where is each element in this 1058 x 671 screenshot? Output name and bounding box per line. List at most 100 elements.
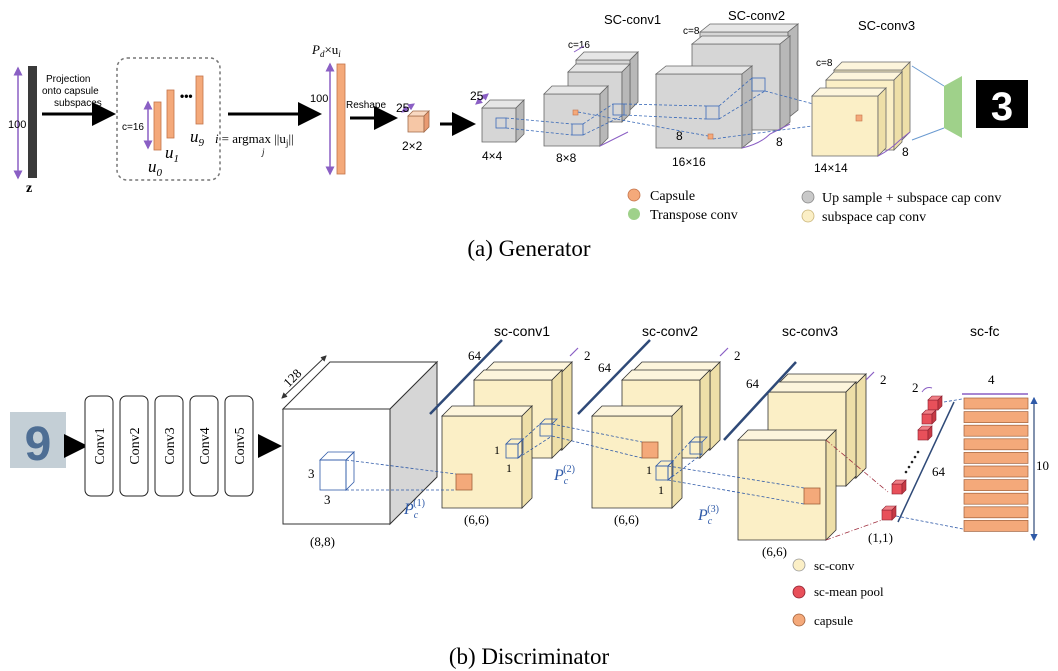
conv-label-4: Conv4 [198, 427, 213, 464]
argmax-under: j [261, 147, 265, 157]
fc-capsule-row [963, 520, 1029, 532]
conv-box-4 [189, 395, 219, 497]
sc-conv2-stack [591, 361, 721, 509]
discriminator-dashed-connectors [345, 397, 969, 531]
d2a: 2 [584, 348, 591, 363]
input-image [10, 412, 66, 468]
dim-25a-arrow [401, 103, 415, 113]
block-4x4 [481, 99, 525, 143]
transpose-line-top [911, 65, 945, 87]
d2c: 2 [880, 372, 887, 387]
sc-conv1-title: SC-conv1 [604, 12, 661, 27]
reshape-label: Reshape [346, 100, 386, 111]
fc-capsule-row [963, 465, 1029, 478]
sc-conv3-stack [737, 373, 867, 541]
u9-vector [195, 75, 204, 125]
eight-c: 8 [902, 145, 909, 159]
transpose-conv-shape [944, 76, 962, 138]
d1b: 1 [506, 461, 512, 475]
dim-6-6b: (6,6) [614, 512, 639, 527]
dim-1-1: (1,1) [868, 530, 893, 545]
conv3-slash [723, 361, 797, 441]
c16-label: c=16 [122, 122, 144, 133]
conv-layers: Conv1 Conv2 Conv3 Conv4 Conv5 [84, 395, 254, 497]
input-digit: 9 [25, 418, 52, 471]
c16-conv1: c=16 [568, 40, 590, 51]
projection-label-2: onto capsule [42, 86, 99, 97]
conv-label-2: Conv2 [128, 427, 143, 464]
pc3-label: Pc(3) [697, 504, 719, 527]
fc-capsule-row [963, 479, 1029, 491]
conv-box-1 [84, 395, 114, 497]
pc1-label: Pc(1) [403, 498, 425, 521]
u0-label: u0 [148, 157, 163, 179]
fc-4: 4 [988, 372, 995, 387]
dim-6-6c: (6,6) [762, 544, 787, 559]
u9-label: u9 [190, 127, 205, 149]
dim-2x2: 2×2 [402, 139, 423, 153]
conv-box-5 [224, 395, 254, 497]
dim-6-6a: (6,6) [464, 512, 489, 527]
legend-mean-pool: sc-mean pool [814, 584, 884, 599]
fc-capsule-row [963, 411, 1029, 423]
d64a: 64 [468, 348, 482, 363]
legend-upsample-swatch [801, 190, 815, 204]
d2d-tick [921, 387, 933, 393]
sc-conv1-stack [441, 361, 573, 509]
dim-3a: 3 [308, 466, 315, 481]
fc-capsule-row [963, 438, 1029, 451]
legend-transpose-swatch [628, 208, 640, 220]
c16-conv1-arrow [573, 45, 585, 53]
d1d: 1 [658, 483, 664, 497]
d64d: 64 [932, 464, 946, 479]
output-digit: 3 [991, 85, 1013, 129]
dim-8-8: (8,8) [310, 534, 335, 549]
legend-capsule-swatch-d [792, 613, 806, 627]
legend-sc-conv: sc-conv [814, 558, 855, 573]
legend-transpose: Transpose conv [650, 208, 738, 223]
u1-vector [166, 89, 175, 139]
legend-subspace-swatch [801, 209, 815, 223]
dim-8x8: 8×8 [556, 151, 577, 165]
dim-3b: 3 [324, 492, 331, 507]
pd-label: Pd×ui [311, 42, 341, 59]
fc-capsule-row [963, 452, 1029, 464]
pool-dots [904, 450, 920, 474]
generator-panel: 100 z Projection onto capsule subspaces … [8, 8, 1028, 261]
sc-conv1-title: sc-conv1 [494, 323, 550, 339]
sc-conv2-title: sc-conv2 [642, 323, 698, 339]
legend-capsule-swatch [627, 188, 641, 202]
pc2-label: Pc(2) [553, 464, 575, 487]
conv-label-5: Conv5 [233, 427, 248, 464]
mean-pool-cubes [881, 395, 943, 521]
conv1-brace [599, 131, 629, 147]
sc-conv2-title: SC-conv2 [728, 8, 785, 23]
fc-capsule-row [963, 424, 1029, 437]
sc-fc-title: sc-fc [970, 323, 1000, 339]
dim-128-arrow [281, 355, 327, 399]
fc-capsules [963, 397, 1029, 532]
eight-b: 8 [776, 135, 783, 149]
sc-conv1-block [543, 51, 639, 147]
legend-capsule: Capsule [650, 189, 695, 204]
fc-10: 10 [1036, 458, 1049, 473]
conv-label-1: Conv1 [93, 427, 108, 464]
d2a-tick [569, 347, 579, 357]
pd-dim-label: 100 [310, 93, 328, 105]
conv1-slash [429, 339, 503, 415]
conv2-brace [741, 123, 791, 149]
dim-14x14: 14×14 [814, 161, 848, 175]
generator-caption: (a) Generator [467, 236, 591, 261]
dim-25a: 25 [396, 101, 410, 115]
conv-label-3: Conv3 [163, 427, 178, 464]
legend-mean-pool-swatch [792, 585, 806, 599]
dim-25b: 25 [470, 89, 484, 103]
cube-2x2 [407, 110, 430, 133]
conv3-brace [877, 131, 911, 157]
conv2-slash [577, 339, 651, 415]
d1a: 1 [494, 443, 500, 457]
pool-slash [897, 401, 955, 523]
legend-capsule-d: capsule [814, 613, 853, 628]
z-vector [28, 66, 37, 178]
